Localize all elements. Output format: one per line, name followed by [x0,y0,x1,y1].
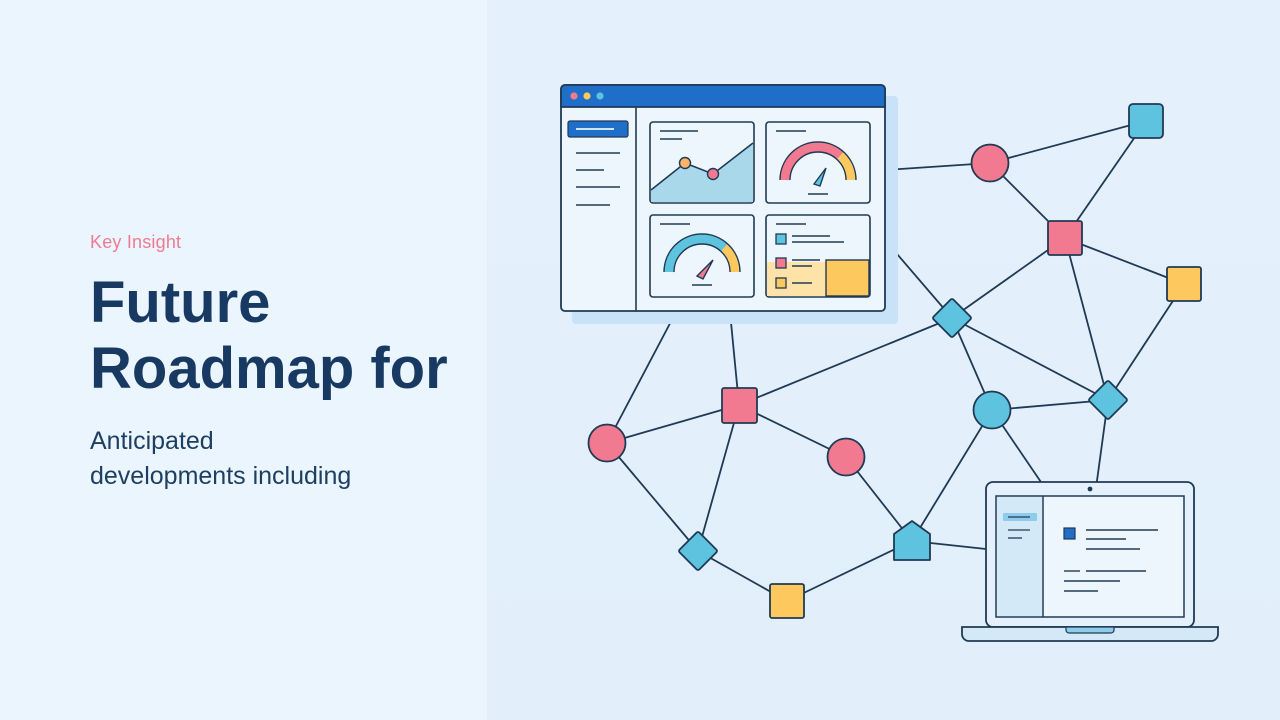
eyebrow-label: Key Insight [90,232,182,252]
node-circle-icon [972,390,1012,430]
laptop-camera-icon [1087,486,1093,492]
node-circle-icon [970,143,1010,183]
node-square-icon [1047,220,1083,256]
title-line-1: Future [90,270,271,335]
subtitle-line-2: developments including [90,462,352,490]
checklist-panel [765,214,871,298]
node-square-icon [721,387,758,424]
gauge-needle-icon [695,259,714,280]
laptop [961,481,1219,642]
sidebar-lines [576,152,620,206]
node-square-icon [1166,266,1202,302]
line-chart-panel [649,121,755,204]
gauge-panel-bottom [649,214,755,298]
title-line-2: Roadmap for [90,336,448,401]
slide-title: Future Roadmap for [90,270,470,402]
node-square-icon [769,583,805,619]
window-close-dot [570,92,578,100]
left-panel [0,0,487,720]
window-minimize-dot [583,92,591,100]
node-diamond-icon [678,531,718,571]
network-nodes [587,103,1202,619]
checkbox-icon [775,257,787,269]
node-circle-icon [826,437,866,477]
checkbox-icon [775,277,787,289]
node-diamond-icon [932,298,972,338]
chart-point-icon [706,167,720,181]
node-square-icon [1128,103,1164,139]
node-house-icon [893,520,931,561]
window-zoom-dot [596,92,604,100]
slide-subtitle: Anticipated developments including [90,424,470,494]
node-circle-icon [587,423,627,463]
subtitle-line-1: Anticipated [90,427,214,455]
gauge-needle-icon [812,167,827,187]
checkbox-icon [775,233,787,245]
chart-point-icon [678,156,692,170]
gauge-panel-top [765,121,871,204]
node-diamond-icon [1088,380,1128,420]
dashboard-window [560,84,898,324]
